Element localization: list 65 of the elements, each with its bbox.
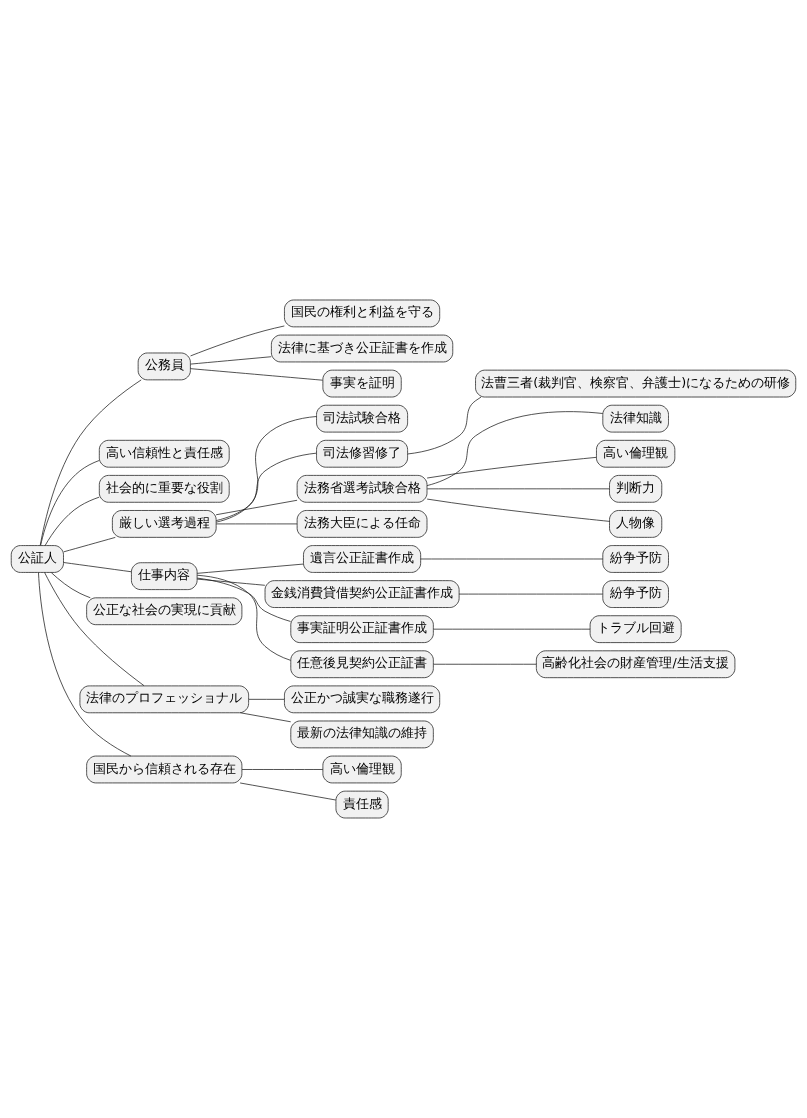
node-box: 高い倫理観 xyxy=(322,755,402,784)
connector xyxy=(196,563,304,574)
node-box: 法律のプロフェッショナル xyxy=(79,685,249,714)
node-box: 公正かつ誠実な職務遂行 xyxy=(284,685,441,714)
connector xyxy=(239,712,292,723)
node-box: 法務大臣による任命 xyxy=(296,510,428,538)
connector xyxy=(44,572,145,687)
node-box: 高齢化社会の財産管理/生活支援 xyxy=(536,650,736,679)
connector xyxy=(40,460,100,546)
node-box: 法務省選考試験合格 xyxy=(296,475,428,503)
node-box: 紛争予防 xyxy=(602,580,669,608)
connector xyxy=(196,577,291,622)
connector xyxy=(248,698,285,700)
connector xyxy=(44,496,100,546)
node-box: 法律に基づき公正証書を作成 xyxy=(271,334,454,363)
connector xyxy=(407,396,482,455)
connector xyxy=(215,452,317,521)
connector xyxy=(39,379,142,546)
connector xyxy=(63,562,132,573)
node-box: 司法修習修了 xyxy=(316,439,408,468)
connector xyxy=(426,457,597,479)
connector xyxy=(433,628,591,630)
node-box: 司法試験合格 xyxy=(316,404,408,433)
node-box: 法曹三者(裁判官、検察官、弁護士)になるための研修 xyxy=(475,369,797,398)
connector xyxy=(63,537,116,553)
node-box: 紛争予防 xyxy=(602,545,669,573)
connector xyxy=(239,782,337,801)
connector xyxy=(215,416,317,523)
node-box: 高い倫理観 xyxy=(596,439,676,468)
connector xyxy=(38,572,132,757)
node-box: 仕事内容 xyxy=(131,562,198,590)
node-box: 事実証明公正証書作成 xyxy=(290,615,434,643)
node-box: 公正な社会の実現に貢献 xyxy=(86,597,243,626)
connector xyxy=(190,368,324,381)
connector xyxy=(241,769,324,770)
connector xyxy=(196,578,266,586)
connector xyxy=(215,523,298,525)
node-box: 金銭消費貸借契約公正証書作成 xyxy=(264,580,460,608)
node-box: 厳しい選考過程 xyxy=(112,510,217,538)
connector xyxy=(433,663,537,665)
connector xyxy=(458,593,603,595)
connector xyxy=(420,558,604,560)
node-box: 責任感 xyxy=(335,790,389,819)
node-box: 人物像 xyxy=(609,510,663,538)
connector xyxy=(426,411,604,486)
node-box: 最新の法律知識の維持 xyxy=(290,720,434,749)
node-box: 国民から信頼される存在 xyxy=(86,755,243,784)
node-box: トラブル回避 xyxy=(589,615,682,643)
node-box: 任意後見契約公正証書 xyxy=(290,650,434,679)
connector xyxy=(196,574,291,661)
connector xyxy=(190,325,285,357)
node-box: 事実を証明 xyxy=(322,369,402,398)
connector xyxy=(426,488,610,490)
node-box: 遺言公正証書作成 xyxy=(303,545,422,573)
connector xyxy=(426,498,610,522)
node-box: 公証人 xyxy=(10,545,64,573)
node-box: 判断力 xyxy=(609,475,663,503)
node-box: 公務員 xyxy=(137,352,191,381)
node-box: 法律知識 xyxy=(602,404,669,433)
node-box: 高い信頼性と責任感 xyxy=(98,439,230,468)
connector xyxy=(215,499,298,516)
node-box: 国民の権利と利益を守る xyxy=(284,299,441,328)
node-box: 社会的に重要な役割 xyxy=(98,475,230,503)
connector xyxy=(50,572,91,599)
connector xyxy=(190,356,272,365)
